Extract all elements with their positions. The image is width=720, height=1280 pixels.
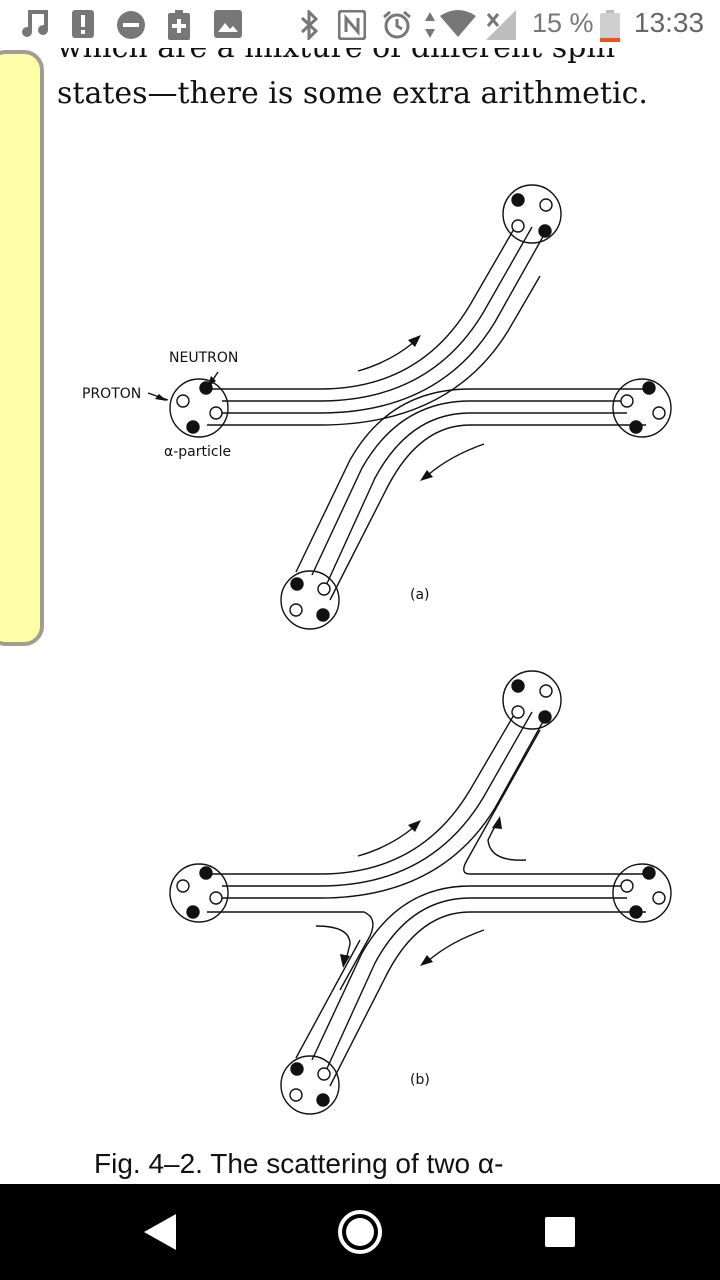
cell-signal-icon xyxy=(486,10,516,40)
figure-caption: Fig. 4–2. The scattering of two α- xyxy=(94,1148,504,1179)
label-subfigure-b: (b) xyxy=(410,1072,430,1088)
alert-icon xyxy=(72,10,94,38)
home-circle-icon[interactable] xyxy=(330,1202,390,1262)
music-note-icon xyxy=(22,10,48,37)
battery-percent: 15 % xyxy=(532,8,594,38)
nfc-icon xyxy=(338,10,366,40)
diagram-a xyxy=(147,184,672,630)
diagram-b xyxy=(169,670,672,1115)
bluetooth-icon xyxy=(300,10,319,40)
recents-square-icon[interactable] xyxy=(530,1202,590,1262)
wifi-icon xyxy=(440,10,476,37)
reader-content[interactable]: which are a mixture of different spin st… xyxy=(0,0,720,1184)
clock-time: 13:33 xyxy=(634,7,705,38)
status-bar: 15 % 13:33 xyxy=(0,0,720,48)
label-subfigure-a: (a) xyxy=(410,587,430,603)
alarm-icon xyxy=(383,10,411,39)
highlight-side-panel[interactable] xyxy=(0,50,44,646)
image-icon xyxy=(214,10,242,38)
label-proton: PROTON xyxy=(82,386,141,402)
battery-icon xyxy=(600,10,620,42)
navigation-bar xyxy=(0,1184,720,1280)
battery-plus-icon xyxy=(168,10,190,40)
label-alpha-particle: α-particle xyxy=(164,444,231,460)
label-neutron: NEUTRON xyxy=(169,350,238,366)
data-arrows-icon xyxy=(425,12,435,38)
do-not-disturb-icon xyxy=(117,11,145,39)
body-text-line: states—there is some extra arithmetic. xyxy=(57,76,648,111)
back-triangle-icon[interactable] xyxy=(130,1202,190,1262)
alpha-scattering-figure: NEUTRON PROTON α-particle (a) (b) xyxy=(82,184,672,1115)
